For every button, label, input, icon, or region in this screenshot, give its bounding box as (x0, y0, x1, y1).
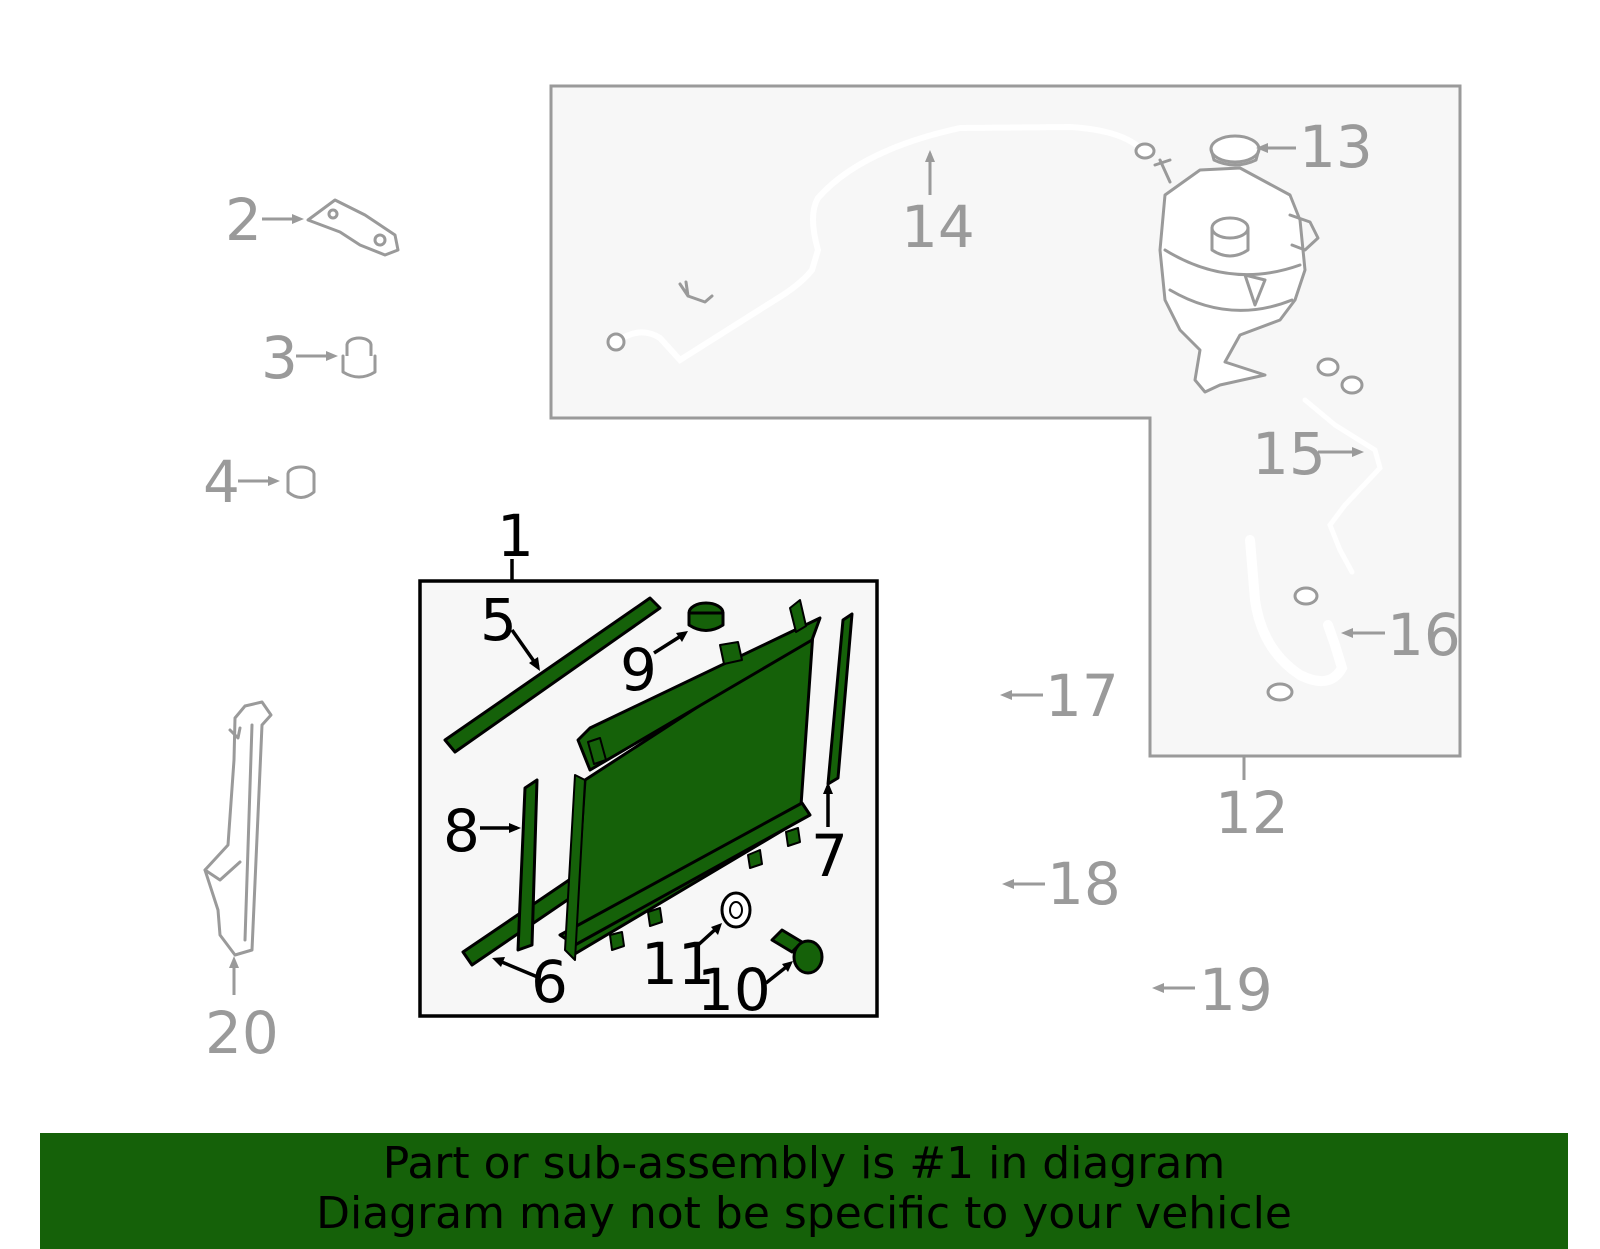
callout-16: 16 (1387, 601, 1461, 669)
hose-17-part[interactable] (955, 577, 1007, 701)
callout-15: 15 (1252, 420, 1326, 488)
upper-seal-part[interactable] (443, 596, 662, 754)
mount-bushing-upper-part[interactable] (341, 336, 377, 379)
overflow-hose-part[interactable] (1302, 357, 1383, 575)
callout-4: 4 (203, 448, 240, 516)
callout-13: 13 (1299, 113, 1373, 181)
banner-line-1: Part or sub-assembly is #1 in diagram (382, 1138, 1226, 1189)
upper-hose-part[interactable] (606, 123, 1156, 364)
callout-8: 8 (443, 797, 480, 865)
callout-18: 18 (1047, 850, 1121, 918)
callout-19: 19 (1199, 956, 1273, 1024)
callout-6: 6 (531, 948, 568, 1016)
callout-9: 9 (620, 636, 657, 704)
side-air-guide-part[interactable] (203, 700, 273, 957)
coolant-reservoir-part[interactable] (1153, 158, 1320, 394)
callout-3: 3 (261, 324, 298, 392)
lower-hose-part[interactable] (1245, 535, 1348, 702)
banner-line-2: Diagram may not be specific to your vehi… (316, 1188, 1292, 1239)
hose-18-part[interactable] (939, 832, 994, 897)
radiator-core-part[interactable] (558, 599, 822, 961)
callout-1: 1 (497, 502, 534, 570)
drain-plug-part[interactable] (770, 928, 824, 975)
left-side-seal-part[interactable] (516, 778, 539, 952)
callout-7: 7 (811, 822, 848, 890)
right-side-seal-part[interactable] (826, 612, 854, 786)
radiator-cap-part[interactable] (687, 601, 725, 632)
tube-19-part[interactable] (978, 986, 1152, 1053)
o-ring-part[interactable] (720, 891, 752, 929)
callout-11: 11 (641, 930, 715, 998)
callout-14: 14 (901, 193, 975, 261)
callout-12: 12 (1215, 779, 1289, 847)
callout-5: 5 (480, 586, 517, 654)
mount-bushing-lower-part[interactable] (286, 465, 316, 499)
callout-20: 20 (205, 999, 279, 1067)
info-banner: Part or sub-assembly is #1 in diagram Di… (40, 1133, 1568, 1249)
callout-10: 10 (697, 956, 771, 1024)
reservoir-cap-part[interactable] (1209, 134, 1261, 167)
callout-17: 17 (1045, 662, 1119, 730)
bracket-part[interactable] (306, 198, 400, 257)
callout-2: 2 (225, 186, 262, 254)
